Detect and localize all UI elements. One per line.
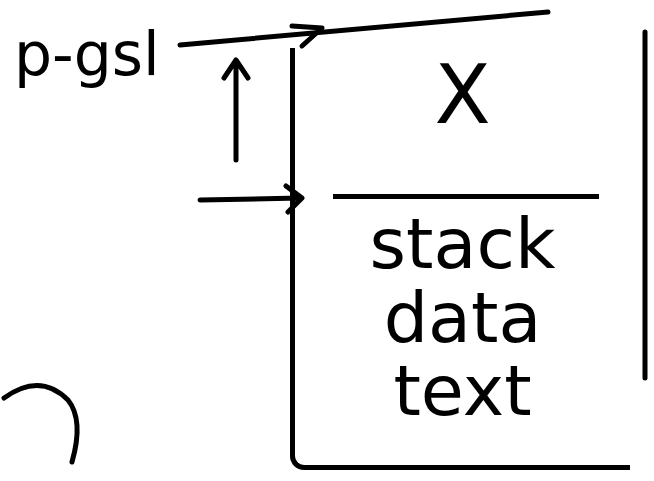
arc: [4, 385, 77, 462]
right-arrow: [200, 186, 302, 212]
frame-body: stack data text: [353, 194, 573, 429]
divider-line: [333, 194, 599, 199]
arrow-head: [292, 26, 322, 46]
stack-frame-box: Xstack data text: [290, 48, 630, 470]
frame-heading: X: [434, 48, 490, 194]
register-label: p-gsl: [14, 24, 160, 84]
top-line: [180, 12, 548, 45]
up-arrow: [224, 60, 248, 160]
right-line: [643, 32, 648, 378]
